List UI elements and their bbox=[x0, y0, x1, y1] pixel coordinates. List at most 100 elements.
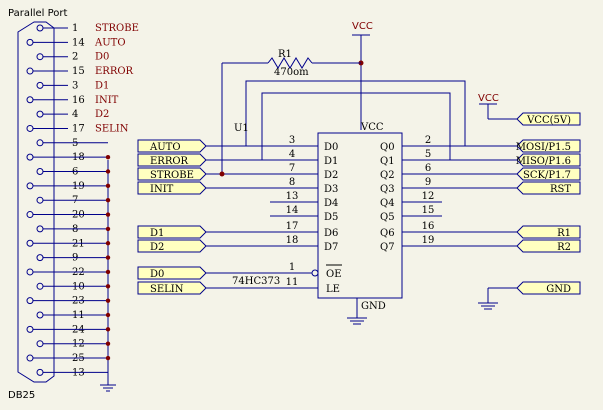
resistor-ref: R1 bbox=[278, 49, 292, 60]
db25-pin-number: 15 bbox=[72, 66, 85, 77]
db25-pin-name: D0 bbox=[95, 52, 109, 63]
db25-pin-number: 2 bbox=[72, 52, 78, 63]
resistor-value: 470om bbox=[274, 67, 309, 78]
chip-pin-name: Q5 bbox=[380, 212, 395, 223]
port-label-mosi-p1-5 bbox=[516, 139, 581, 153]
chip-pin-number: 12 bbox=[422, 191, 435, 202]
port-label-text: AUTO bbox=[149, 142, 181, 153]
db25-pin-1 bbox=[36, 24, 44, 32]
db25-pin-19 bbox=[26, 182, 34, 190]
chip-ground-symbol bbox=[347, 298, 367, 325]
ground-bus-junction bbox=[105, 169, 111, 174]
db25-pin-23 bbox=[26, 297, 34, 305]
ground-bus-junction bbox=[105, 198, 111, 203]
chip-pin-name: D5 bbox=[324, 212, 338, 223]
ground-bus-junction bbox=[105, 355, 111, 361]
db25-pin-name: D2 bbox=[95, 109, 109, 120]
db25-pin-21 bbox=[26, 239, 34, 247]
chip-pin-number: 2 bbox=[425, 135, 431, 146]
db25-pin-13 bbox=[36, 368, 44, 376]
port-label-d0 bbox=[137, 266, 207, 280]
port-label-text: D1 bbox=[150, 228, 164, 239]
db25-pin-4 bbox=[36, 110, 44, 118]
chip-pin-name: Q0 bbox=[380, 142, 395, 153]
db25-pin-15 bbox=[26, 67, 34, 75]
db25-pin-7 bbox=[36, 196, 44, 204]
port-label-text: MOSI/P1.5 bbox=[516, 142, 571, 153]
ground-bus-junction bbox=[105, 312, 111, 318]
chip-le-pin: 11 LE bbox=[206, 277, 340, 295]
ground-bus-junctions bbox=[105, 154, 111, 361]
chip-pin-number: 13 bbox=[286, 191, 299, 202]
ground-bus-junction bbox=[105, 255, 111, 260]
db25-pin-name: D1 bbox=[95, 80, 109, 91]
port-label-init bbox=[137, 181, 207, 195]
port-label-text: RST bbox=[550, 184, 571, 195]
port-label-error bbox=[137, 153, 207, 167]
chip-pin-name: D6 bbox=[324, 228, 338, 239]
vcc-top-label: VCC bbox=[352, 21, 373, 32]
chip-pin-number: 15 bbox=[422, 205, 435, 216]
db25-pin-12 bbox=[36, 340, 44, 348]
ground-bus-junction bbox=[105, 241, 111, 246]
db25-pin-5 bbox=[36, 139, 44, 147]
port-label-text: GND bbox=[546, 284, 571, 295]
feedback-wires bbox=[245, 80, 466, 160]
oe-pin-name: OE bbox=[326, 269, 342, 280]
le-pin-name: LE bbox=[326, 284, 340, 295]
chip-pin-number: 6 bbox=[425, 163, 431, 174]
db25-pin-name: AUTO bbox=[94, 37, 126, 48]
port-label-text: INIT bbox=[150, 184, 174, 195]
db25-pin-name: ERROR bbox=[95, 66, 134, 77]
chip-part: 74HC373 bbox=[232, 276, 280, 287]
ground-bus-junction bbox=[105, 284, 111, 289]
port-label-auto bbox=[137, 139, 207, 153]
chip-pin-name: Q2 bbox=[380, 170, 395, 181]
junction-strobe bbox=[219, 171, 225, 177]
port-label-text: D2 bbox=[150, 242, 164, 253]
chip-pin-number: 16 bbox=[422, 221, 435, 232]
port-label-vcc-5v- bbox=[516, 112, 581, 126]
chip-pin-name: D2 bbox=[324, 170, 338, 181]
port-label-sck-p1-7 bbox=[516, 167, 581, 181]
db25-pin-24 bbox=[26, 325, 34, 333]
port-label-text: ERROR bbox=[150, 156, 189, 167]
db25-pin-11 bbox=[36, 311, 44, 319]
port-label-r2 bbox=[516, 239, 581, 253]
connector-title: Parallel Port bbox=[8, 8, 68, 19]
chip-pin-name: Q6 bbox=[380, 228, 395, 239]
chip-gnd-label: GND bbox=[361, 301, 386, 312]
chip-pin-number: 19 bbox=[422, 235, 435, 246]
ground-bus-junction bbox=[105, 269, 111, 275]
chip-pin-name: D0 bbox=[324, 142, 338, 153]
chip-pin-name: Q7 bbox=[380, 242, 395, 253]
db25-pin-number: 16 bbox=[72, 95, 85, 106]
port-label-miso-p1-6 bbox=[516, 153, 581, 167]
db25-pin-number: 14 bbox=[72, 37, 85, 48]
le-pin-number: 11 bbox=[286, 277, 299, 288]
db25-pin-18 bbox=[26, 153, 34, 161]
vcc-right-symbol bbox=[479, 103, 517, 120]
db25-pin-number: 1 bbox=[72, 23, 78, 34]
db25-pin-9 bbox=[36, 254, 44, 262]
right-port-labels: VCC(5V)MOSI/P1.5MISO/P1.6SCK/P1.7RSTR1R2… bbox=[516, 112, 581, 295]
db25-pin-22 bbox=[26, 268, 34, 276]
db25-pin-2 bbox=[36, 53, 44, 61]
port-label-d2 bbox=[137, 239, 207, 253]
chip-pin-number: 18 bbox=[286, 235, 299, 246]
chip-pin-number: 14 bbox=[286, 205, 299, 216]
chip-pin-number: 4 bbox=[289, 149, 295, 160]
port-label-text: STROBE bbox=[150, 170, 194, 181]
port-label-d1 bbox=[137, 225, 207, 239]
chip-pin-number: 8 bbox=[289, 177, 295, 188]
vcc-right-label: VCC bbox=[478, 93, 499, 104]
oe-pin-number: 1 bbox=[289, 262, 295, 273]
resistor-r1 bbox=[221, 57, 361, 174]
vcc-top-symbol bbox=[352, 34, 370, 130]
port-label-text: SCK/P1.7 bbox=[523, 170, 571, 181]
port-label-r1 bbox=[516, 225, 581, 239]
chip-pin-number: 17 bbox=[286, 221, 299, 232]
